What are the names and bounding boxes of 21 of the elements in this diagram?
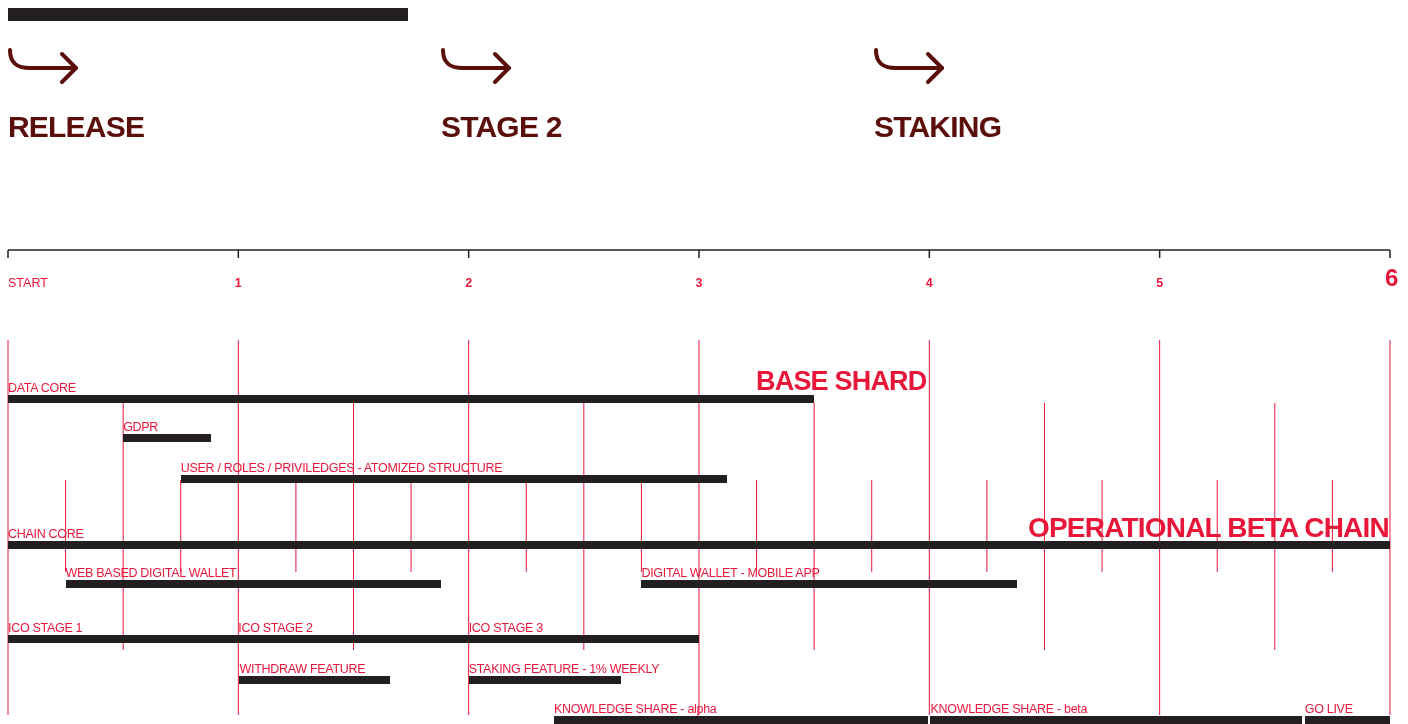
task-label: GO LIVE xyxy=(1304,702,1353,716)
task-label: WITHDRAW FEATURE xyxy=(239,662,366,676)
task-label: KNOWLEDGE SHARE - alpha xyxy=(553,702,717,716)
stage-heading: STAKING xyxy=(874,110,1002,144)
stage-heading: RELEASE xyxy=(8,110,145,144)
milestone-label: BASE SHARD xyxy=(756,366,927,397)
task-label: STAKING FEATURE - 1% WEEKLY xyxy=(468,662,660,676)
task-label: ICO STAGE 3 xyxy=(468,621,543,635)
axis-label: 4 xyxy=(925,275,933,292)
axis-label: 6 xyxy=(1385,264,1398,292)
axis-label: START xyxy=(8,275,48,292)
axis-label: 3 xyxy=(695,275,703,292)
axis-label: 1 xyxy=(234,275,242,292)
task-label: DATA CORE xyxy=(8,381,76,395)
task-label: GDPR xyxy=(123,420,159,434)
task-label: KNOWLEDGE SHARE - beta xyxy=(930,702,1088,716)
axis-label: 2 xyxy=(465,275,473,292)
stage-heading: STAGE 2 xyxy=(441,110,562,144)
task-label: ICO STAGE 2 xyxy=(238,621,313,635)
task-label: ICO STAGE 1 xyxy=(8,621,83,635)
axis-label: 5 xyxy=(1156,275,1164,292)
